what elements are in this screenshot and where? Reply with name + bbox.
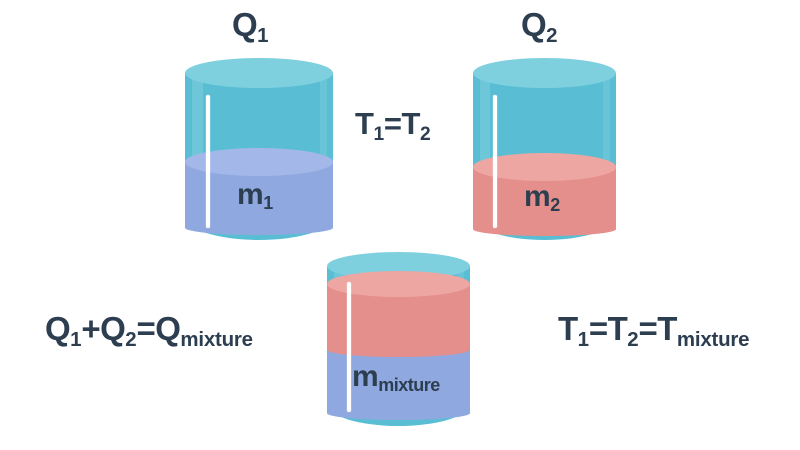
temp-eq-op2: =	[638, 310, 658, 347]
heat-eq-sub3: mixture	[180, 328, 253, 352]
m-mixture-subscript: mixture	[378, 375, 440, 396]
equation-temperature-balance: T1=T2=Tmixture	[558, 310, 750, 350]
q1-symbol: Q	[232, 6, 258, 43]
m-mixture-symbol: m	[352, 360, 379, 393]
container-2-thermometer	[493, 95, 497, 228]
mass-label-m-mixture: mmixture	[352, 360, 440, 396]
m1-subscript: 1	[263, 193, 273, 214]
temp-eq-sub1: 1	[577, 328, 589, 352]
center-rhs-symbol: T	[401, 106, 421, 141]
mass-label-m1: m1	[237, 178, 273, 214]
container-2-rim	[473, 58, 616, 88]
heat-eq-term2: Q	[100, 310, 126, 347]
heat-eq-op2: =	[136, 310, 156, 347]
q2-symbol: Q	[521, 6, 547, 43]
heat-eq-sub2: 2	[125, 328, 137, 352]
temp-eq-op1: =	[588, 310, 608, 347]
heat-eq-term3: Q	[155, 310, 181, 347]
q2-subscript: 2	[546, 24, 558, 48]
mass-label-m2: m2	[524, 180, 560, 216]
heat-eq-sub1: 1	[70, 328, 82, 352]
m2-symbol: m	[524, 180, 551, 213]
m2-subscript: 2	[550, 195, 560, 216]
container-mixture	[327, 252, 470, 426]
container-2	[473, 58, 616, 240]
container-1-rim	[185, 58, 333, 88]
center-rhs-sub: 2	[419, 123, 431, 145]
center-lhs-symbol: T	[355, 106, 374, 141]
temp-eq-term3: T	[657, 310, 677, 347]
temp-eq-term1: T	[558, 310, 578, 347]
equation-heat-balance: Q1+Q2=Qmixture	[45, 310, 253, 350]
heat-eq-term1: Q	[45, 310, 71, 347]
temp-eq-sub2: 2	[627, 328, 639, 352]
temp-eq-term2: T	[607, 310, 628, 347]
m1-symbol: m	[237, 178, 264, 211]
equation-center: T1=T2	[355, 106, 431, 144]
center-operator: =	[383, 106, 402, 141]
center-lhs-sub: 1	[373, 123, 384, 145]
q1-subscript: 1	[257, 24, 269, 48]
temp-eq-sub3: mixture	[676, 328, 750, 352]
heat-label-q2: Q2	[521, 6, 558, 46]
container-1	[185, 58, 333, 240]
heat-label-q1: Q1	[232, 6, 269, 46]
container-1-thermometer	[206, 95, 210, 228]
container-mixture-thermometer	[347, 282, 351, 412]
heat-eq-op1: +	[81, 310, 101, 347]
